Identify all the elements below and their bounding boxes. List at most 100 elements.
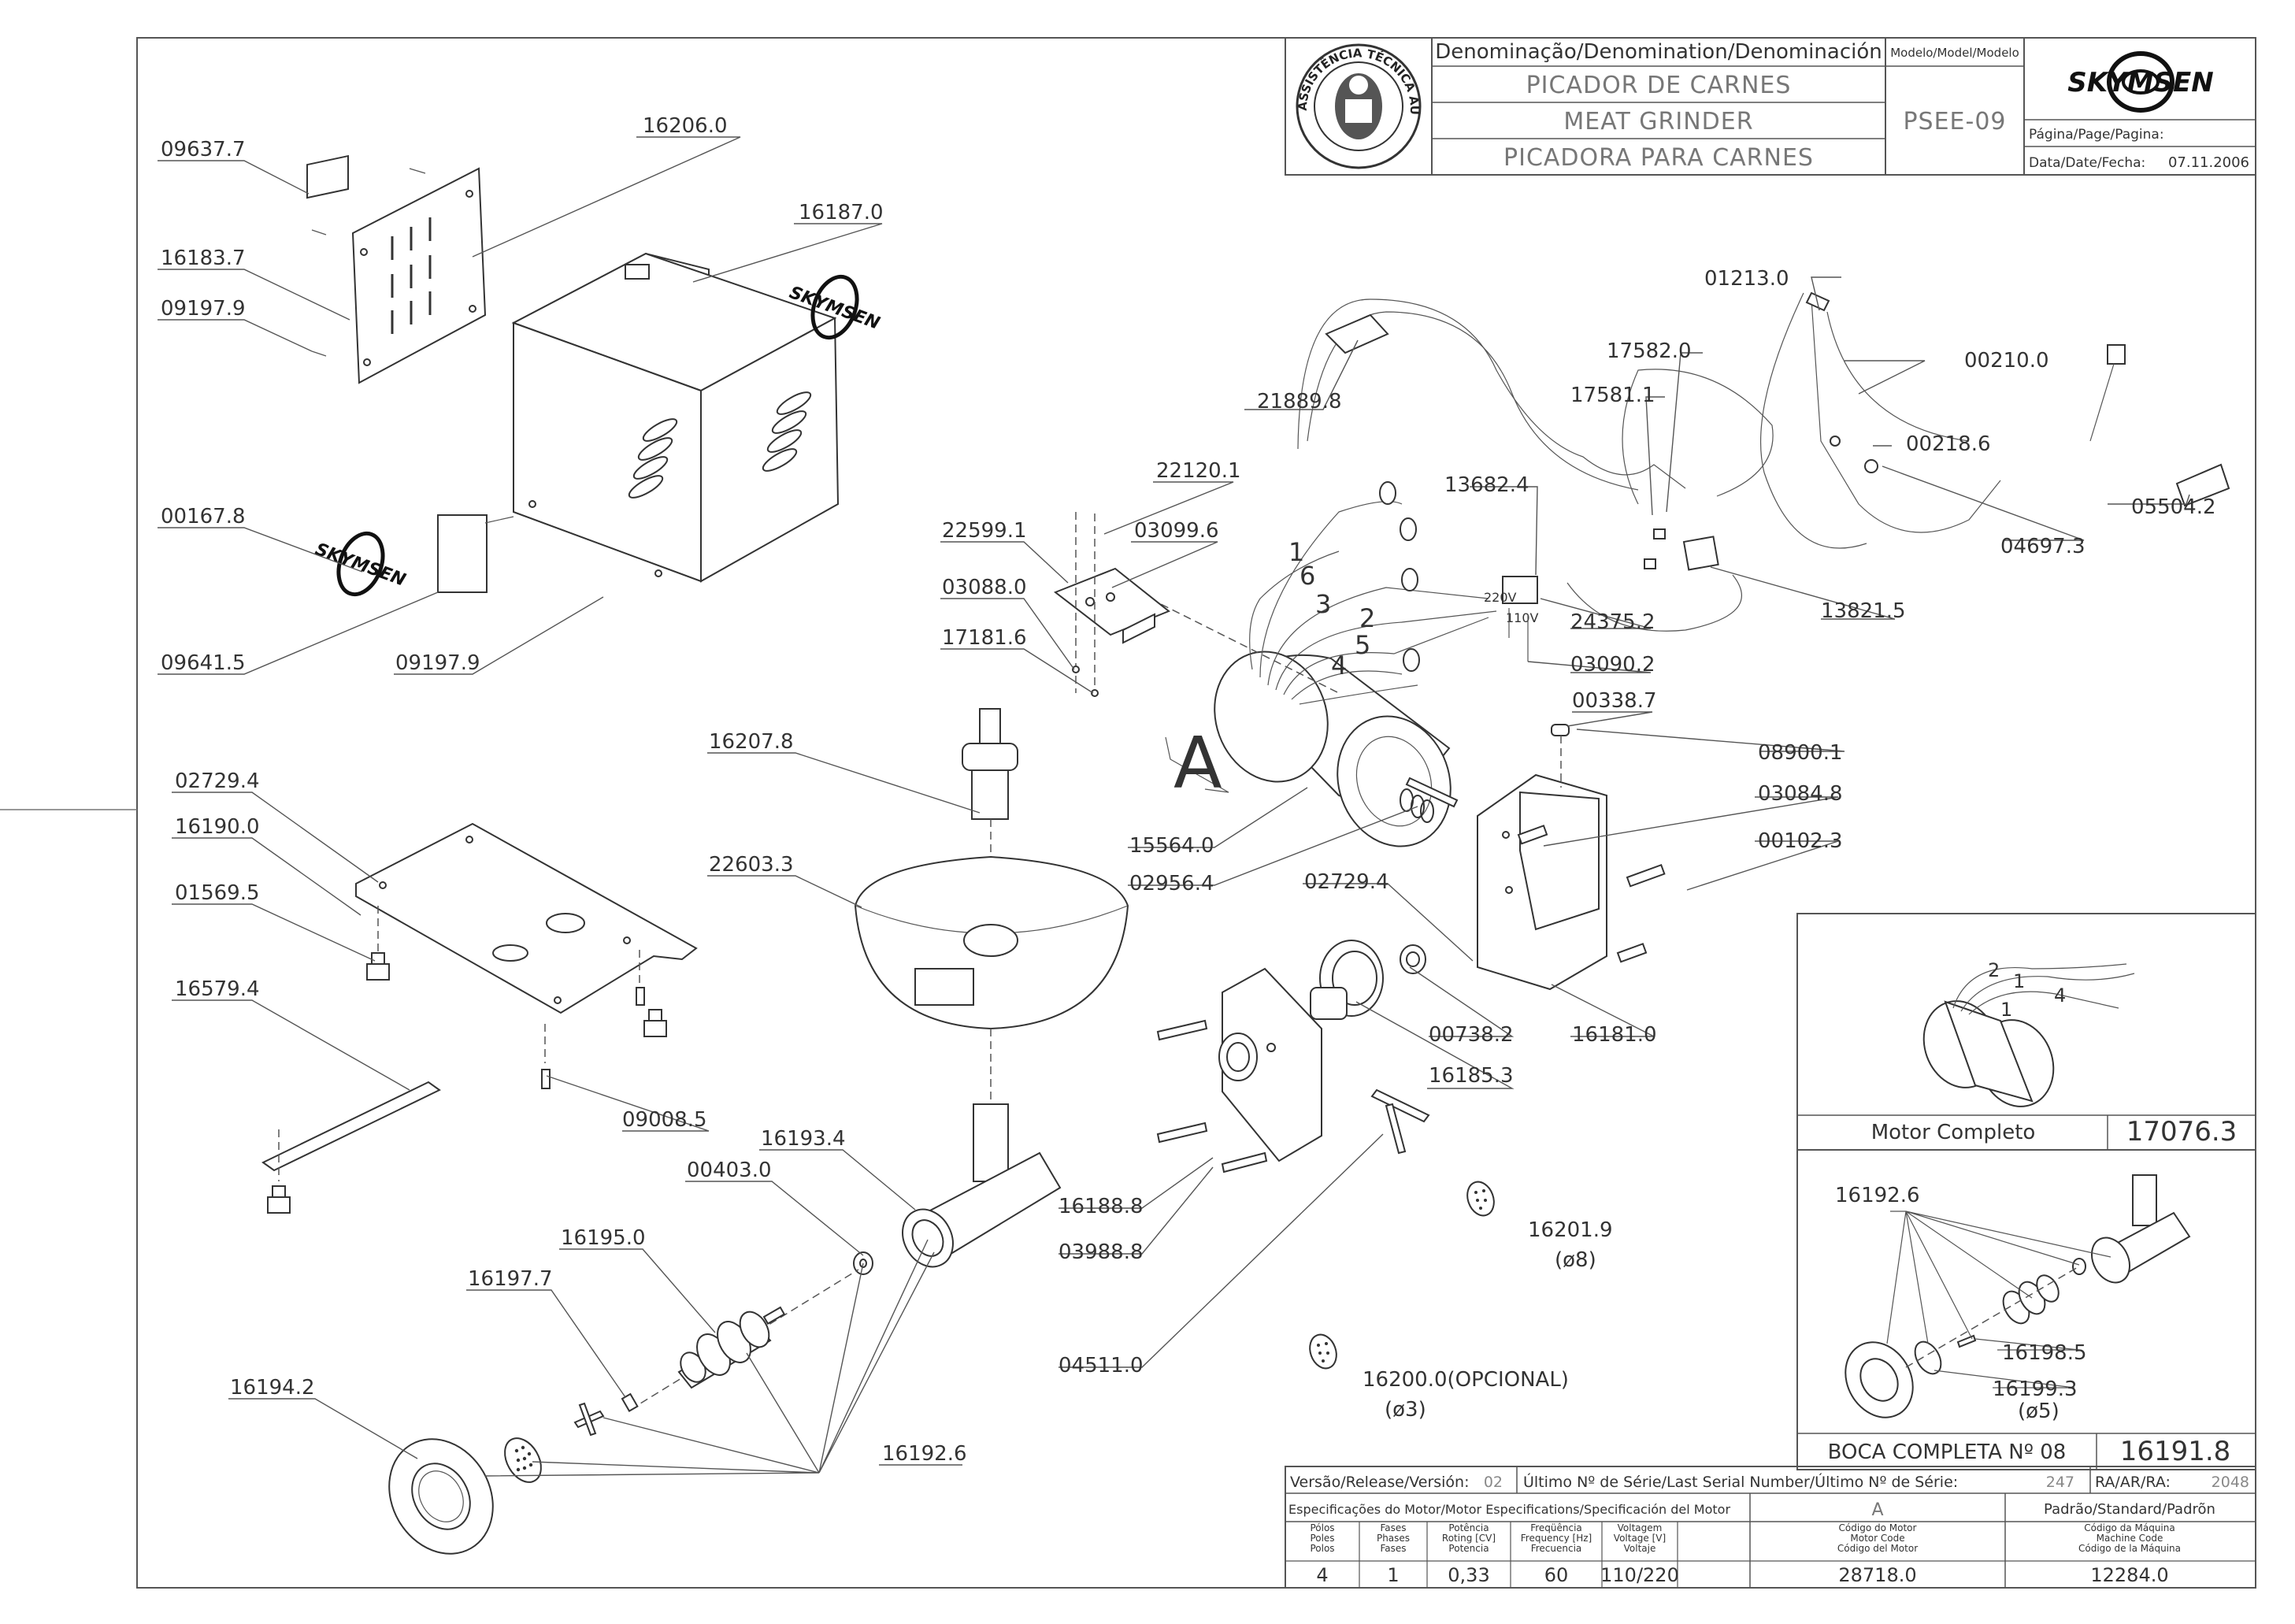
part-label: 09197.9 (161, 297, 246, 321)
part-label: 16187.0 (799, 201, 884, 224)
spec-col-value: 1 (1387, 1564, 1399, 1586)
part-label: 17581.1 (1570, 384, 1655, 407)
model-value: PSEE-09 (1903, 108, 2006, 135)
gearbox-housing (1477, 724, 1666, 991)
wire-number: 3 (1315, 589, 1331, 619)
part-label: 15564.0 (1129, 834, 1214, 858)
spec-col-value: 4 (1316, 1564, 1328, 1586)
part-label: 16185.3 (1429, 1064, 1514, 1088)
part-label: 09008.5 (622, 1108, 707, 1132)
motor-letter-a: A (1173, 722, 1222, 805)
motor-letter: A (1871, 1500, 1883, 1520)
terminal-plate (1053, 512, 1170, 697)
electric-motor: A (1165, 651, 1459, 847)
part-label: 04511.0 (1059, 1354, 1144, 1377)
ground-lug (1830, 436, 1878, 473)
motor-wire-numbers: 1 6 3 2 5 4 (1288, 537, 1375, 680)
name-es: PICADORA PARA CARNES (1503, 144, 1814, 172)
part-label: 01213.0 (1704, 267, 1789, 291)
seal-text: ASSISTÊNCIA TÉCNICA AUTORIZADA (0, 0, 1422, 115)
boca-inset: 16192.6 16198.5 16199.3 (ø5) BOCA COMPLE… (1796, 1149, 2256, 1470)
part-label: 16181.0 (1572, 1023, 1657, 1047)
part-label: 16195.0 (561, 1226, 646, 1250)
spec-table: Versão/Release/Versión: 02 Último Nº de … (1285, 1466, 2256, 1589)
pulley-shaft (1310, 940, 1426, 1020)
boca-part-label: 16192.6 (1835, 1184, 1920, 1207)
date-label: Data/Date/Fecha: (2029, 155, 2145, 171)
part-label: 22599.1 (942, 519, 1027, 543)
part-label: 02729.4 (1304, 870, 1389, 894)
foot-left (366, 952, 390, 981)
part-label: 02729.4 (175, 769, 260, 793)
part-label: 13682.4 (1444, 473, 1529, 497)
boca-inset-part: 16191.8 (2120, 1436, 2231, 1467)
version-value: 02 (1484, 1474, 1503, 1491)
inset-wire-number: 2 (1988, 959, 2000, 981)
spec-col-value: 110/220 (1600, 1564, 1679, 1586)
boca-inset-caption: BOCA COMPLETA Nº 08 (1828, 1440, 2067, 1464)
spec-col-value: 60 (1544, 1564, 1569, 1586)
spec-col-value: 12284.0 (2090, 1564, 2168, 1586)
part-label: 09641.5 (161, 651, 246, 675)
model-header: Modelo/Model/Modelo (1890, 46, 2019, 60)
on-off-switch (1644, 528, 1719, 571)
part-label: 22120.1 (1156, 459, 1241, 483)
svg-text:ASSISTÊNCIA TÉCNICA AUTORIZADA: ASSISTÊNCIA TÉCNICA AUTORIZADA (0, 0, 1422, 115)
feed-tray (854, 855, 1129, 1030)
motor-wiring: 1 6 3 2 5 4 220V 110V (1249, 291, 2230, 705)
inset-wire-number: 4 (2054, 984, 2066, 1007)
part-label: 04697.3 (2000, 535, 2086, 558)
part-label: 22603.3 (709, 853, 794, 877)
ra-value: 2048 (2212, 1474, 2249, 1491)
grinder-body (902, 1103, 1062, 1268)
voltage-label: 220V (1484, 590, 1517, 605)
part-label: 17582.0 (1607, 339, 1692, 363)
part-label: 08900.1 (1758, 741, 1843, 765)
part-label: 00102.3 (1758, 829, 1843, 853)
part-label: 02956.4 (1129, 872, 1214, 895)
logo-side: SKYMSEN (313, 531, 408, 597)
part-label: 00210.0 (1964, 349, 2049, 373)
part-label: 03988.8 (1059, 1240, 1144, 1264)
inset-wire-number: 1 (2013, 970, 2025, 992)
part-label: 17181.6 (942, 626, 1027, 650)
part-label: 16201.9 (1528, 1218, 1613, 1242)
wire-number: 6 (1300, 561, 1315, 591)
back-plate-assembly (306, 154, 487, 384)
part-label: 16207.8 (709, 730, 794, 754)
part-label: 24375.2 (1570, 610, 1655, 634)
part-label: 01569.5 (175, 881, 260, 905)
part-label: 16183.7 (161, 247, 246, 270)
part-label-layer: 09637.7 16206.0 16187.0 16183.7 09197.9 … (161, 114, 2216, 1466)
part-label: 16192.6 (882, 1442, 967, 1466)
name-en: MEAT GRINDER (1563, 108, 1753, 135)
part-label: 16193.4 (761, 1127, 846, 1151)
motor-inset: 2 1 4 1 Motor Completo 17076.3 (1796, 913, 2256, 1151)
part-label: 00167.8 (161, 505, 246, 528)
plate-8mm (1466, 1181, 1495, 1217)
part-label: 13821.5 (1821, 599, 1906, 623)
part-label: (ø3) (1385, 1398, 1426, 1422)
worm-screw (629, 1269, 859, 1411)
part-label: 00403.0 (687, 1159, 772, 1182)
foot-right (643, 1009, 667, 1037)
part-label: 16188.8 (1059, 1195, 1144, 1218)
part-label: 21889.8 (1257, 390, 1342, 413)
ring-nut (388, 1438, 494, 1555)
boca-part-label: 16199.3 (1993, 1377, 2078, 1401)
part-label: 00738.2 (1429, 1023, 1514, 1047)
boca-part-label: 16198.5 (2002, 1341, 2087, 1365)
motor-spec-header: Especificações do Motor/Motor Especifica… (1288, 1502, 1730, 1517)
plate-3mm (1309, 1333, 1337, 1370)
part-label: 05504.2 (2131, 495, 2216, 519)
